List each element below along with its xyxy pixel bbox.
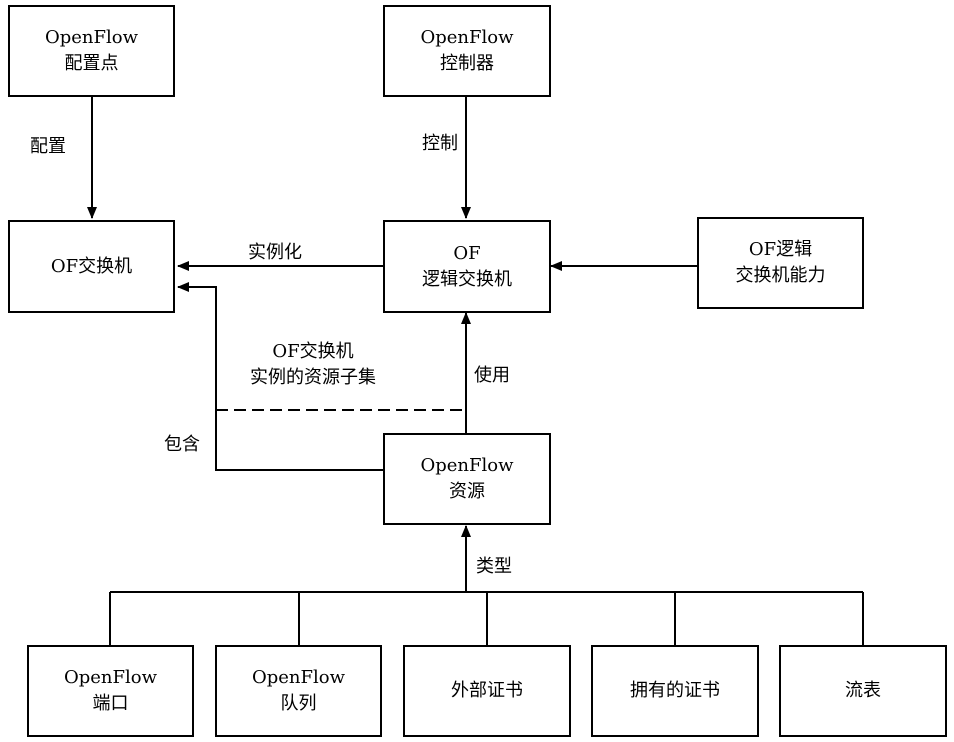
node-capability: OF逻辑 交换机能力 bbox=[697, 217, 864, 309]
label-type: 类型 bbox=[476, 556, 512, 577]
node-queue: OpenFlow 队列 bbox=[215, 645, 382, 737]
node-queue-line2: 队列 bbox=[280, 693, 317, 714]
node-queue-line1: OpenFlow bbox=[251, 667, 345, 688]
node-capability-line2: 交换机能力 bbox=[735, 265, 826, 286]
node-port-line2: 端口 bbox=[92, 693, 129, 714]
node-own-cert: 拥有的证书 bbox=[591, 645, 759, 737]
node-resource: OpenFlow 资源 bbox=[383, 433, 551, 525]
node-flow-table-line1: 流表 bbox=[845, 680, 881, 701]
node-controller: OpenFlow 控制器 bbox=[383, 5, 551, 97]
edge-contain bbox=[177, 282, 383, 471]
label-instantiate: 实例化 bbox=[248, 242, 302, 263]
node-logical-switch-line2: 逻辑交换机 bbox=[422, 268, 512, 290]
label-subset-line2: 实例的资源子集 bbox=[250, 367, 376, 388]
node-ext-cert: 外部证书 bbox=[403, 645, 571, 737]
node-config-point: OpenFlow 配置点 bbox=[8, 5, 175, 97]
node-config-point-line2: 配置点 bbox=[64, 53, 119, 74]
node-of-switch: OF交换机 bbox=[8, 220, 175, 313]
node-port: OpenFlow 端口 bbox=[27, 645, 194, 737]
node-port-line1: OpenFlow bbox=[63, 667, 157, 688]
node-own-cert-line1: 拥有的证书 bbox=[630, 680, 720, 701]
label-use: 使用 bbox=[474, 365, 510, 386]
node-resource-line2: 资源 bbox=[449, 481, 485, 502]
node-of-switch-line1: OF交换机 bbox=[50, 255, 133, 277]
node-capability-line1: OF逻辑 bbox=[748, 239, 813, 260]
label-control: 控制 bbox=[422, 133, 458, 154]
label-subset: OF交换机 实例的资源子集 bbox=[228, 339, 398, 391]
label-configure: 配置 bbox=[30, 136, 66, 157]
node-config-point-line1: OpenFlow bbox=[44, 27, 138, 48]
node-controller-line1: OpenFlow bbox=[420, 27, 514, 48]
node-controller-line2: 控制器 bbox=[440, 53, 494, 74]
node-logical-switch: OF 逻辑交换机 bbox=[383, 220, 551, 313]
label-subset-line1: OF交换机 bbox=[272, 341, 354, 362]
label-contain: 包含 bbox=[164, 434, 200, 455]
node-logical-switch-line1: OF bbox=[453, 242, 481, 264]
node-flow-table: 流表 bbox=[779, 645, 947, 737]
node-ext-cert-line1: 外部证书 bbox=[451, 680, 523, 701]
node-resource-line1: OpenFlow bbox=[420, 455, 514, 476]
